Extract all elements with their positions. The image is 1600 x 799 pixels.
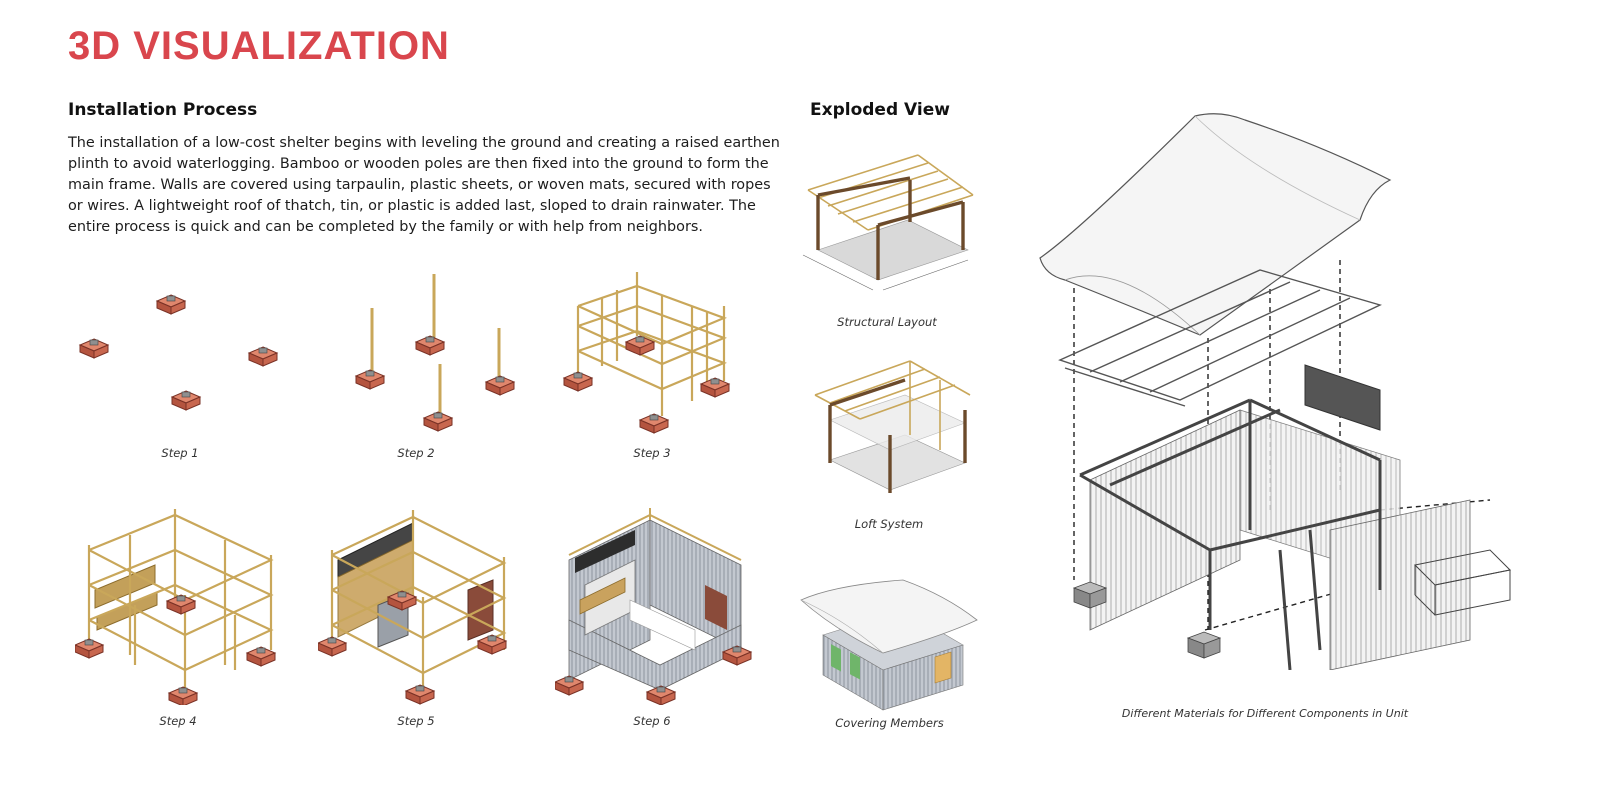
step-2-illustration	[350, 268, 530, 433]
exploded-view-heading: Exploded View	[810, 100, 950, 120]
step-6-label: Step 6	[633, 714, 671, 728]
step-4-label: Step 4	[159, 714, 197, 728]
step-5-label: Step 5	[397, 714, 435, 728]
structural-layout-illustration	[798, 150, 983, 310]
step-3-label: Step 3	[633, 446, 671, 460]
step-2-label: Step 2	[397, 446, 435, 460]
exploded-main-caption: Different Materials for Different Compon…	[1121, 707, 1409, 720]
step-4-illustration	[75, 505, 285, 705]
installation-heading: Installation Process	[68, 100, 258, 120]
structural-layout-label: Structural Layout	[837, 315, 937, 329]
covering-members-illustration	[795, 575, 980, 715]
step-5-illustration	[318, 505, 518, 705]
installation-description: The installation of a low-cost shelter b…	[68, 135, 780, 235]
step-3-illustration	[562, 266, 742, 441]
page-title: 3D VISUALIZATION	[68, 24, 450, 68]
exploded-main-illustration	[1020, 110, 1530, 670]
loft-system-illustration	[800, 355, 985, 510]
covering-members-label: Covering Members	[835, 716, 944, 730]
loft-system-label: Loft System	[854, 517, 924, 531]
step-1-illustration	[70, 285, 290, 425]
step-1-label: Step 1	[161, 446, 199, 460]
step-6-illustration	[555, 500, 755, 705]
